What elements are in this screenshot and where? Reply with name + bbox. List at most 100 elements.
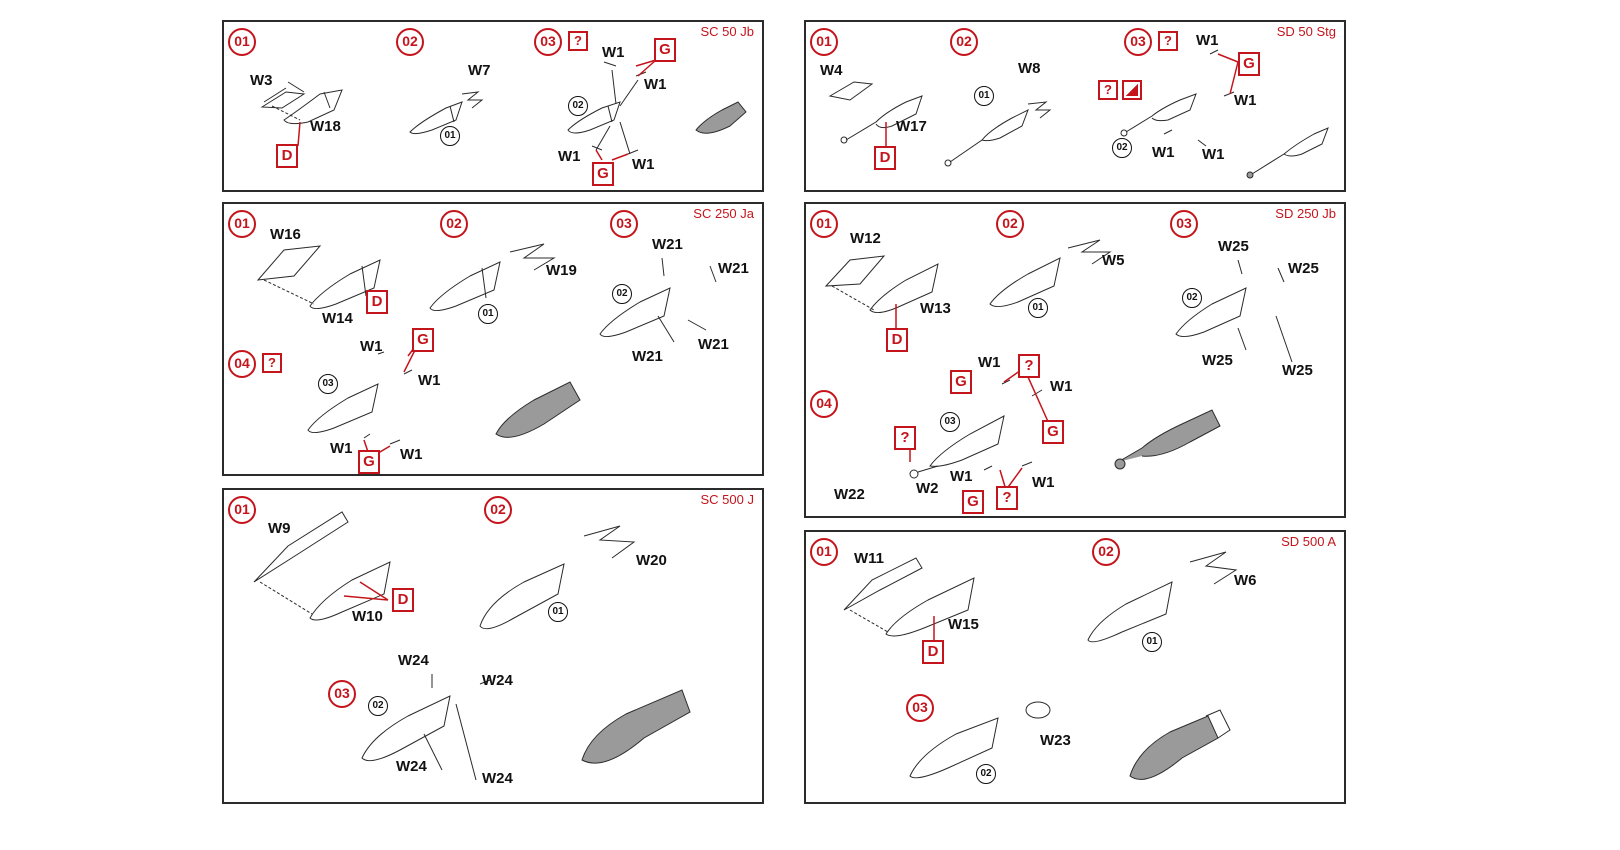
sub-assembly-ref: 02 — [612, 284, 632, 304]
part-label: W25 — [1202, 352, 1233, 369]
part-label: W16 — [270, 226, 301, 243]
step-03: 03 — [1124, 28, 1152, 56]
panel-title: SC 500 J — [700, 492, 754, 507]
glue-box: G — [358, 450, 380, 474]
step-02: 02 — [396, 28, 424, 56]
part-label: W20 — [636, 552, 667, 569]
part-label: W9 — [268, 520, 291, 537]
sub-assembly-ref: 02 — [368, 696, 388, 716]
part-label: W24 — [396, 758, 427, 775]
step-04: 04 — [810, 390, 838, 418]
part-label: W21 — [632, 348, 663, 365]
bomb-assembly-illustration — [253, 511, 691, 781]
sub-assembly-ref: 01 — [548, 602, 568, 622]
part-label: W24 — [482, 672, 513, 689]
bomb-assembly-illustration — [828, 49, 1329, 179]
unknown-box: ? — [996, 486, 1018, 510]
part-label: W1 — [1050, 378, 1073, 395]
panel-title: SD 500 A — [1281, 534, 1336, 549]
part-label: W23 — [1040, 732, 1071, 749]
part-label: W21 — [718, 260, 749, 277]
sub-assembly-ref: 01 — [1142, 632, 1162, 652]
part-label: W1 — [400, 446, 423, 463]
glue-box: G — [1042, 420, 1064, 444]
bomb-assembly-illustration — [256, 243, 717, 459]
step-01: 01 — [810, 210, 838, 238]
decal-box: D — [922, 640, 944, 664]
panel-sd-500-a: SD 500 A 01 02 03 W11 W15 D W6 01 W23 02 — [804, 530, 1346, 804]
glue-box: G — [592, 162, 614, 186]
part-label: W1 — [418, 372, 441, 389]
part-label: W1 — [1152, 144, 1175, 161]
part-label: W2 — [916, 480, 939, 497]
bomb-assembly-illustration — [260, 59, 747, 161]
decal-box: D — [276, 144, 298, 168]
part-label: W1 — [978, 354, 1001, 371]
part-label: W24 — [398, 652, 429, 669]
panel-title: SD 250 Jb — [1275, 206, 1336, 221]
step-01: 01 — [228, 210, 256, 238]
part-label: W15 — [948, 616, 979, 633]
step-03: 03 — [1170, 210, 1198, 238]
decal-box: D — [392, 588, 414, 612]
step-03: 03 — [610, 210, 638, 238]
step-01: 01 — [228, 28, 256, 56]
decal-box: D — [874, 146, 896, 170]
glue-box: G — [962, 490, 984, 514]
sub-assembly-ref: 02 — [1112, 138, 1132, 158]
sub-assembly-ref: 01 — [478, 304, 498, 324]
step-02: 02 — [1092, 538, 1120, 566]
panel-sc-500-j: SC 500 J 01 02 03 W9 W10 D W20 01 W24 W2… — [222, 488, 764, 804]
paint-icon — [1122, 80, 1142, 100]
sub-assembly-ref: 01 — [440, 126, 460, 146]
part-label: W24 — [482, 770, 513, 787]
unknown-box: ? — [894, 426, 916, 450]
part-label: W6 — [1234, 572, 1257, 589]
step-01: 01 — [810, 538, 838, 566]
step-03: 03 — [534, 28, 562, 56]
part-label: W22 — [834, 486, 865, 503]
part-label: W7 — [468, 62, 491, 79]
step-02: 02 — [996, 210, 1024, 238]
part-label: W1 — [950, 468, 973, 485]
part-label: W12 — [850, 230, 881, 247]
glue-box: G — [412, 328, 434, 352]
glue-box: G — [654, 38, 676, 62]
part-label: W3 — [250, 72, 273, 89]
part-label: W8 — [1018, 60, 1041, 77]
part-label: W1 — [1202, 146, 1225, 163]
sub-assembly-ref: 02 — [1182, 288, 1202, 308]
part-label: W1 — [602, 44, 625, 61]
part-label: W1 — [1234, 92, 1257, 109]
step-02: 02 — [950, 28, 978, 56]
step-03: 03 — [906, 694, 934, 722]
part-label: W18 — [310, 118, 341, 135]
unknown-box: ? — [1018, 354, 1040, 378]
part-label: W1 — [558, 148, 581, 165]
step-01: 01 — [810, 28, 838, 56]
decal-box: D — [366, 290, 388, 314]
part-label: W1 — [1032, 474, 1055, 491]
part-label: W17 — [896, 118, 927, 135]
sub-assembly-ref: 01 — [1028, 298, 1048, 318]
part-label: W11 — [854, 550, 885, 567]
part-label: W21 — [698, 336, 729, 353]
step-03: 03 — [328, 680, 356, 708]
unknown-marker: ? — [1098, 80, 1118, 100]
panel-title: SC 250 Ja — [693, 206, 754, 221]
decal-box: D — [886, 328, 908, 352]
glue-box: G — [950, 370, 972, 394]
panel-title: SC 50 Jb — [700, 24, 754, 39]
bomb-assembly-illustration — [843, 551, 1238, 780]
part-label: W21 — [652, 236, 683, 253]
step-02: 02 — [440, 210, 468, 238]
part-label: W14 — [322, 310, 353, 327]
step-01: 01 — [228, 496, 256, 524]
part-label: W1 — [1196, 32, 1219, 49]
part-label: W1 — [632, 156, 655, 173]
part-label: W1 — [330, 440, 353, 457]
glue-box: G — [1238, 52, 1260, 76]
part-label: W19 — [546, 262, 577, 279]
panel-sd-50-stg: SD 50 Stg 01 02 03 ? W4 W17 D W8 01 W1 W… — [804, 20, 1346, 192]
part-label: W5 — [1102, 252, 1125, 269]
